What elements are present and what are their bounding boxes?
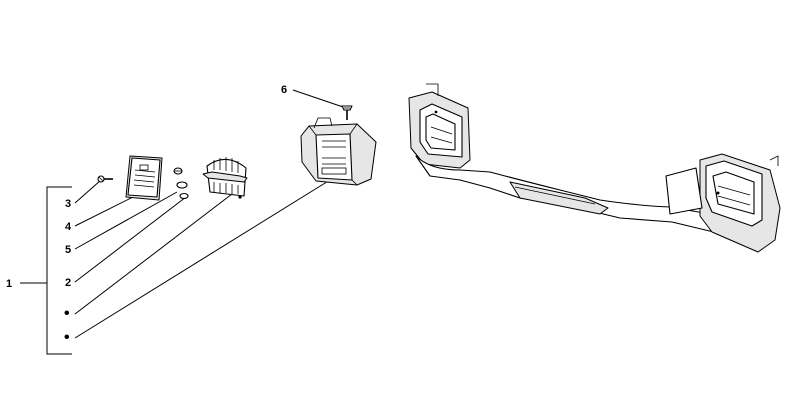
callout-2: 2 (65, 277, 71, 289)
lamp-lens-part (125, 155, 163, 201)
leader-lines (74, 89, 347, 339)
callout-6: 6 (281, 84, 287, 96)
callout-labels: 1 3 4 5 2 6 • • (6, 84, 287, 346)
callout-5: 5 (65, 244, 71, 256)
callout-bullet-2: • (64, 329, 70, 346)
callout-bullet-1: • (64, 305, 70, 322)
callout-4: 4 (65, 221, 72, 233)
lamp-holder-part (202, 157, 248, 199)
callout-1: 1 (6, 278, 12, 290)
rear-bumper-part (408, 83, 781, 253)
assembly-bracket (20, 186, 72, 355)
callout-3: 3 (65, 198, 71, 210)
mounting-bracket-part (300, 117, 377, 186)
bracket-screw-part (341, 105, 353, 120)
screw-small-part (97, 175, 113, 183)
spacer-part (173, 167, 189, 200)
